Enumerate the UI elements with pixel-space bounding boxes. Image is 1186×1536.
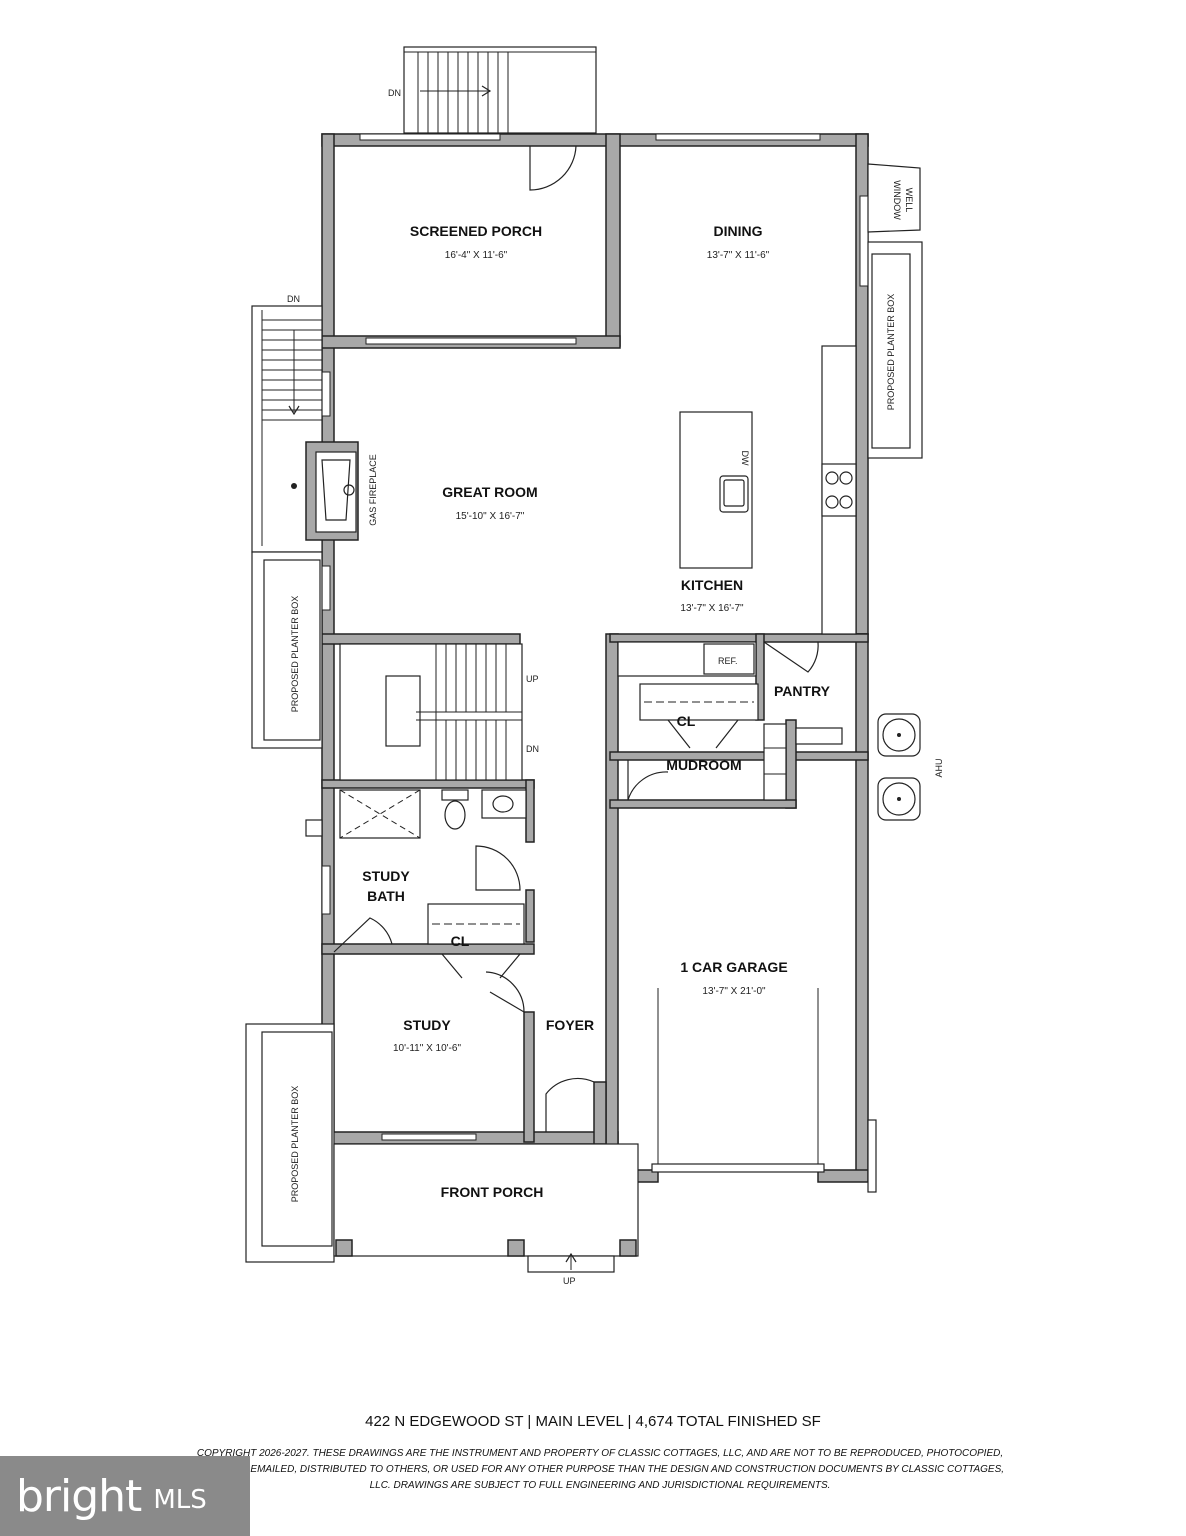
planter-left-label: PROPOSED PLANTER BOX bbox=[290, 596, 300, 713]
screened-porch-name: SCREENED PORCH bbox=[410, 223, 542, 239]
porch-up-label: UP bbox=[563, 1276, 576, 1286]
top-deck-stairs: DN bbox=[388, 46, 597, 134]
windows bbox=[321, 133, 869, 1141]
dining-name: DINING bbox=[714, 223, 763, 239]
mudroom-name: MUDROOM bbox=[666, 757, 741, 773]
great-room-size: 15'-10" X 16'-7" bbox=[456, 511, 525, 522]
window-well-label-2: WELL bbox=[904, 188, 914, 213]
logo-suffix-text: MLS bbox=[153, 1485, 207, 1515]
front-porch-name: FRONT PORCH bbox=[441, 1184, 544, 1200]
study-name: STUDY bbox=[403, 1017, 451, 1033]
ahu-label: AHU bbox=[934, 758, 944, 777]
pantry-door bbox=[763, 641, 819, 673]
bright-mls-logo: bright MLS bbox=[0, 1456, 250, 1536]
study-bath-name-2: BATH bbox=[367, 888, 405, 904]
mudroom-door bbox=[627, 760, 669, 801]
bath-door bbox=[475, 845, 521, 891]
bath-fixtures bbox=[339, 789, 527, 839]
kitchen-name: KITCHEN bbox=[681, 577, 743, 593]
kitchen-size: 13'-7" X 16'-7" bbox=[680, 603, 744, 614]
planter-box-right: PROPOSED PLANTER BOX bbox=[867, 241, 923, 459]
study-bath-name-1: STUDY bbox=[362, 868, 410, 884]
dining-size: 13'-7" X 11'-6" bbox=[707, 250, 770, 261]
gas-fireplace-label: GAS FIREPLACE bbox=[368, 454, 378, 526]
gas-fireplace: GAS FIREPLACE bbox=[305, 441, 378, 541]
screened-porch-size: 16'-4" X 11'-6" bbox=[445, 250, 508, 261]
window-well-label-1: WINDOW bbox=[892, 180, 902, 220]
foyer-closet: CL bbox=[427, 903, 525, 979]
window-well: WINDOW WELL bbox=[867, 163, 921, 233]
ref-label: REF. bbox=[718, 656, 738, 666]
dn-top-label: DN bbox=[388, 88, 401, 98]
planter-right-label: PROPOSED PLANTER BOX bbox=[886, 294, 896, 411]
stair-dn-label: DN bbox=[526, 744, 539, 754]
screened-porch-door bbox=[529, 145, 577, 191]
floor-plan: DN bbox=[245, 46, 944, 1286]
great-room-name: GREAT ROOM bbox=[442, 484, 537, 500]
plan-caption: 422 N EDGEWOOD ST | MAIN LEVEL | 4,674 T… bbox=[365, 1413, 821, 1430]
foyer-name: FOYER bbox=[546, 1017, 594, 1033]
front-door bbox=[545, 1077, 595, 1132]
stair-up-label: UP bbox=[526, 674, 539, 684]
garage-size: 13'-7" X 21'-0" bbox=[702, 986, 766, 997]
study-bath-door bbox=[333, 917, 393, 953]
garage-name: 1 CAR GARAGE bbox=[680, 959, 787, 975]
kitchen-counter: REF. bbox=[617, 345, 857, 677]
copyright-notice: COPYRIGHT 2026-2027. THESE DRAWINGS ARE … bbox=[195, 1448, 1005, 1491]
planter-box-bottom: PROPOSED PLANTER BOX bbox=[245, 1023, 335, 1263]
cl-mud-label: CL bbox=[677, 713, 696, 729]
garage-door bbox=[651, 988, 877, 1193]
ahu-units: AHU bbox=[877, 713, 944, 821]
mud-closet: CL bbox=[639, 683, 787, 801]
front-porch-structure: UP bbox=[333, 1143, 639, 1286]
planter-box-left: PROPOSED PLANTER BOX bbox=[251, 551, 323, 749]
study-size: 10'-11" X 10'-6" bbox=[393, 1043, 461, 1054]
cl-foyer-label: CL bbox=[451, 933, 470, 949]
kitchen-island: DW bbox=[679, 411, 753, 569]
planter-bottom-label: PROPOSED PLANTER BOX bbox=[290, 1086, 300, 1203]
dw-label: DW bbox=[740, 451, 750, 466]
dn-left-label: DN bbox=[287, 294, 300, 304]
study-door bbox=[485, 971, 525, 1014]
pantry-name: PANTRY bbox=[774, 683, 831, 699]
main-stairs: UP DN bbox=[339, 643, 539, 781]
logo-brand-text: bright bbox=[16, 1470, 142, 1522]
